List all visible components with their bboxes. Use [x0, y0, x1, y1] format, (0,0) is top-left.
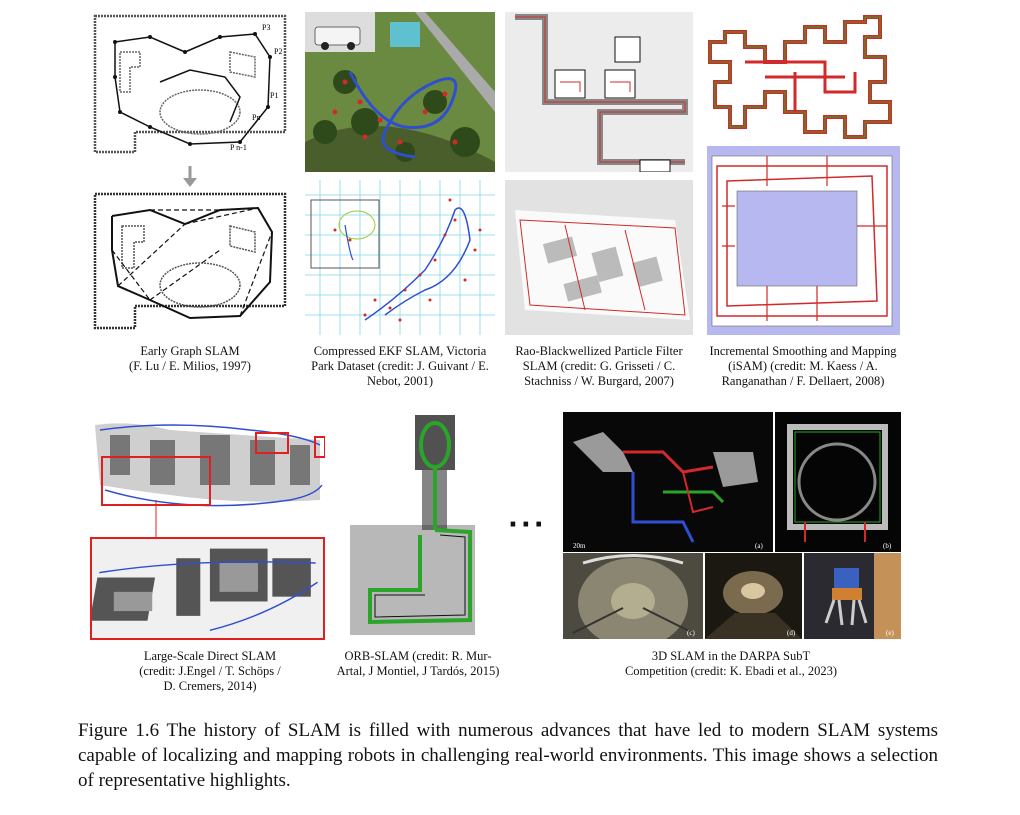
darpa-caption: 3D SLAM in the DARPA SubT Competition (c… [624, 649, 838, 678]
lsd-slam-closeup-image [90, 537, 325, 640]
graph-slam-bottom-image [90, 190, 290, 332]
label-p3: P3 [262, 23, 270, 32]
ekf-slam-map-image [305, 180, 495, 335]
darpa-label-b: (b) [883, 542, 892, 550]
darpa-panel-a: 20m (a) [563, 412, 773, 552]
label-p1: P1 [270, 91, 278, 100]
darpa-scale-label: 20m [573, 542, 586, 550]
darpa-label-e: (e) [886, 629, 894, 637]
label-pn-1: P n-1 [230, 143, 247, 152]
ellipsis: ··· [508, 510, 547, 540]
darpa-label-c: (c) [687, 629, 695, 637]
orb-slam-caption: ORB-SLAM (credit: R. Mur- Artal, J Monti… [336, 649, 500, 678]
ekf-slam-caption: Compressed EKF SLAM, Victoria Park Datas… [311, 344, 489, 388]
lsd-slam-caption: Large-Scale Direct SLAM (credit: J.Engel… [139, 649, 281, 693]
lsd-slam-overview-image [90, 405, 325, 530]
isam-grid-image [705, 12, 895, 140]
lsd-slam-connector [90, 500, 330, 540]
figure-caption: Figure 1.6 The history of SLAM is filled… [78, 718, 938, 793]
rbpf-slam-caption: Rao-Blackwellized Particle Filter SLAM (… [515, 344, 683, 388]
figure-text: The history of SLAM is filled with numer… [78, 720, 939, 791]
rbpf-slam-map-top-image [505, 12, 693, 172]
figure-number: Figure 1.6 [78, 720, 160, 741]
darpa-panel-b: (b) [775, 412, 901, 552]
darpa-label-d: (d) [787, 629, 796, 637]
isam-caption: Incremental Smoothing and Mapping (iSAM)… [709, 344, 897, 388]
graph-slam-top-image: P3 P2 P1 Pn P n-1 [90, 12, 290, 162]
rbpf-slam-map-bottom-image [505, 180, 693, 335]
label-pn: Pn [252, 113, 260, 122]
darpa-panel-c: (c) [563, 553, 703, 639]
isam-map-image [707, 146, 900, 335]
darpa-panel-e: (e) [804, 553, 901, 639]
ekf-slam-aerial-image [305, 12, 495, 172]
down-arrow-icon [180, 166, 200, 188]
darpa-label-a: (a) [755, 542, 763, 550]
darpa-panel-d: (d) [705, 553, 802, 639]
orb-slam-map-image [340, 410, 495, 642]
graph-slam-caption: Early Graph SLAM (F. Lu / E. Milios, 199… [129, 344, 251, 373]
label-p2: P2 [274, 47, 282, 56]
